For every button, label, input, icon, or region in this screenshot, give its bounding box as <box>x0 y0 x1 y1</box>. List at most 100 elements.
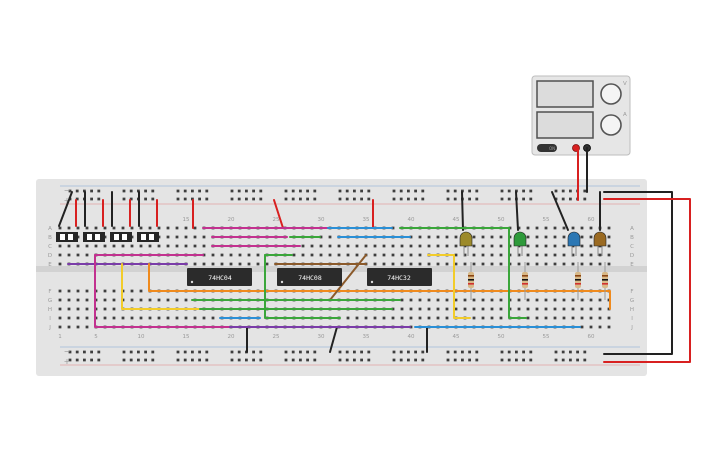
power-switch[interactable] <box>537 144 557 152</box>
row-letter-right: A <box>630 226 634 232</box>
resistor-band <box>602 279 608 281</box>
column-number-top: 25 <box>273 217 280 223</box>
row-letter-left: B <box>48 235 52 241</box>
led-body <box>593 231 607 247</box>
resistor-2 <box>522 262 528 300</box>
chip-74hc32-label: 74HC32 <box>387 274 411 282</box>
wire-brown-diag <box>329 254 367 301</box>
wire-rail-black-loop <box>603 191 673 355</box>
row-letter-left: J <box>48 325 51 331</box>
chip-74hc04[interactable]: 74HC04 <box>187 268 252 286</box>
wire-yellow-right <box>453 254 471 319</box>
voltage-display <box>536 80 594 108</box>
row-letter-right: E <box>630 262 634 268</box>
resistor-1 <box>468 262 474 300</box>
led-amber[interactable] <box>593 231 607 256</box>
column-number-top: 20 <box>228 217 235 223</box>
resistor-band <box>522 279 528 281</box>
column-number-bottom: 25 <box>273 334 280 340</box>
wire-chip-vcc <box>273 199 284 229</box>
resistor-band <box>602 283 608 285</box>
power-indicator-text: ON <box>549 146 555 151</box>
resistor-band <box>575 275 581 277</box>
column-number-top: 45 <box>453 217 460 223</box>
dip-switch-4[interactable] <box>137 232 159 242</box>
resistor-band <box>575 283 581 285</box>
row-letter-right: D <box>630 253 634 259</box>
column-number-bottom: 20 <box>228 334 235 340</box>
column-number-top: 40 <box>408 217 415 223</box>
power-supply[interactable]: V A ON <box>531 75 631 156</box>
column-number-top: 55 <box>543 217 550 223</box>
resistor-band <box>522 283 528 285</box>
dip-switch-2[interactable] <box>83 232 105 242</box>
wire-green-long <box>264 254 341 319</box>
wire-green-right <box>508 227 527 319</box>
row-letter-left: A <box>48 226 52 232</box>
wire-led-gnd <box>461 191 464 231</box>
row-letter-right: H <box>630 307 634 313</box>
column-number-bottom: 1 <box>58 334 62 340</box>
dip-switch-1[interactable] <box>56 232 78 242</box>
column-number-top: 35 <box>363 217 370 223</box>
row-letter-right: J <box>630 325 633 331</box>
column-number-bottom: 30 <box>318 334 325 340</box>
column-number-top: 30 <box>318 217 325 223</box>
row-letter-left: F <box>48 289 51 295</box>
rail-sign: + <box>64 196 71 205</box>
led-body <box>567 231 581 247</box>
wire-chip-gnd <box>329 326 338 353</box>
chip-74hc08-label: 74HC08 <box>298 274 322 282</box>
column-number-bottom: 50 <box>498 334 505 340</box>
chip-74hc32[interactable]: 74HC32 <box>367 268 432 286</box>
resistor-band <box>468 279 474 281</box>
row-letter-left: E <box>48 262 52 268</box>
current-knob[interactable] <box>600 114 622 136</box>
voltage-knob-mark: V <box>623 81 627 87</box>
column-number-top: 50 <box>498 217 505 223</box>
voltage-knob[interactable] <box>600 83 622 105</box>
led-yellow[interactable] <box>459 231 473 256</box>
column-number-bottom: 5 <box>94 334 98 340</box>
wire-switch-gnd <box>58 191 73 227</box>
rail-sign: − <box>64 186 71 195</box>
wires <box>58 147 691 363</box>
column-number-bottom: 10 <box>138 334 145 340</box>
led-blue[interactable] <box>567 231 581 256</box>
resistor-3 <box>575 262 581 300</box>
wire-orange-long <box>148 263 611 310</box>
resistor-band <box>575 279 581 281</box>
current-display <box>536 111 594 139</box>
row-letter-right: C <box>630 244 634 250</box>
row-letter-right: F <box>630 289 633 295</box>
led-body <box>513 231 527 247</box>
dip-switch-3[interactable] <box>110 232 132 242</box>
column-number-bottom: 55 <box>543 334 550 340</box>
chip-74hc08[interactable]: 74HC08 <box>277 268 342 286</box>
row-letter-left: C <box>48 244 52 250</box>
wire-led-gnd <box>515 191 519 231</box>
row-letter-left: G <box>48 298 52 304</box>
column-number-bottom: 35 <box>363 334 370 340</box>
wire-yellow-long <box>121 263 221 310</box>
wire-rail-red-loop <box>603 198 691 363</box>
column-number-bottom: 40 <box>408 334 415 340</box>
resistor-band <box>468 283 474 285</box>
led-green[interactable] <box>513 231 527 256</box>
resistor-band <box>602 275 608 277</box>
column-number-top: 15 <box>183 217 190 223</box>
row-letter-left: I <box>49 316 51 322</box>
column-number-bottom: 15 <box>183 334 190 340</box>
led-body <box>459 231 473 247</box>
row-letter-left: H <box>48 307 52 313</box>
row-letter-right: I <box>631 316 633 322</box>
column-number-bottom: 45 <box>453 334 460 340</box>
rail-sign: − <box>64 347 71 356</box>
chip-74hc04-label: 74HC04 <box>208 274 232 282</box>
leds-and-resistors <box>459 231 608 300</box>
current-knob-mark: A <box>623 112 627 118</box>
rail-sign: + <box>64 357 71 366</box>
resistor-band <box>468 275 474 277</box>
